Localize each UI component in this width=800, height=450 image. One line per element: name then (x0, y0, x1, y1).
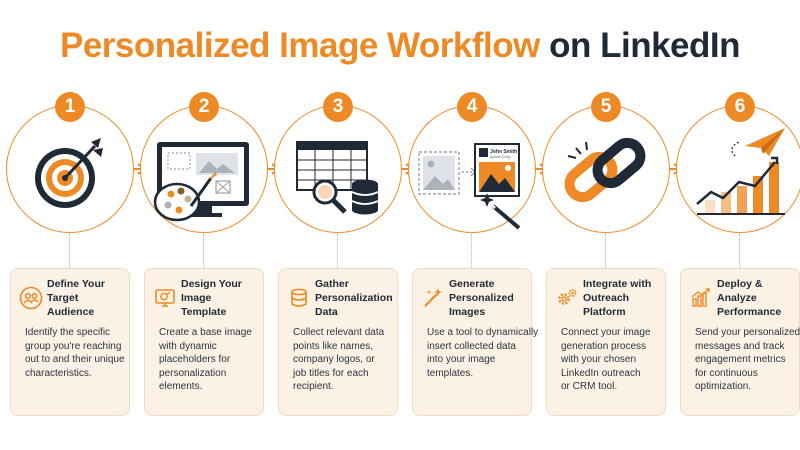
step-number-badge: 2 (189, 92, 219, 122)
title-highlight: Personalized Image Workflow (60, 26, 540, 65)
spreadsheet-database-icon (296, 141, 379, 215)
sample-card-name: John Smith (490, 149, 517, 155)
target-arrow-icon (35, 138, 103, 208)
step-3: 3 (274, 92, 402, 422)
connector-line (471, 234, 472, 268)
connector-line (203, 234, 204, 268)
step-1: 1 (6, 92, 134, 422)
step-description: Connect your image generation process wi… (561, 327, 651, 392)
step-illustration-circle (274, 105, 402, 233)
step-number-badge: 5 (591, 92, 621, 122)
step-illustration-circle (542, 105, 670, 233)
database-icon (287, 286, 311, 310)
step-number-badge: 6 (725, 92, 755, 122)
step-description: Use a tool to dynamically insert collect… (427, 327, 539, 379)
monitor-palette-icon (153, 142, 249, 222)
image-cards-wand-icon: John Smith Acme Corp. (418, 143, 521, 230)
step-4: 4 John Smith Acme Corp. (408, 92, 539, 422)
step-description: Create a base image with dynamic placeho… (159, 327, 252, 392)
workflow-steps: 1 (0, 92, 800, 432)
step-description: Send your personalized messages and trac… (695, 327, 800, 392)
title-rest: on LinkedIn (549, 26, 740, 65)
step-illustration-circle: John Smith Acme Corp. (408, 105, 536, 233)
connector-line (739, 234, 740, 268)
step-2: 2 (140, 92, 268, 422)
design-icon (153, 286, 177, 310)
step-6: 6 (676, 92, 800, 422)
page-title: Personalized Image Workflow on LinkedIn (0, 24, 800, 68)
step-description: Identify the specific group you're reach… (25, 327, 125, 379)
connector-line (69, 234, 70, 268)
bar-chart-icon (689, 286, 713, 310)
step-number-badge: 3 (323, 92, 353, 122)
audience-icon (19, 286, 43, 310)
connector-line (605, 234, 606, 268)
magic-wand-icon (421, 286, 445, 310)
sample-card-company: Acme Corp. (490, 154, 511, 159)
step-number-badge: 1 (55, 92, 85, 122)
step-number-badge: 4 (457, 92, 487, 122)
gears-icon (555, 286, 579, 310)
step-illustration-circle (140, 105, 268, 233)
step-description: Collect relevant data points like names,… (293, 327, 385, 392)
chain-link-icon (564, 137, 646, 203)
step-illustration-circle (676, 105, 800, 233)
paper-plane-chart-icon (696, 128, 785, 215)
step-illustration-circle (6, 105, 134, 233)
connector-line (337, 234, 338, 268)
